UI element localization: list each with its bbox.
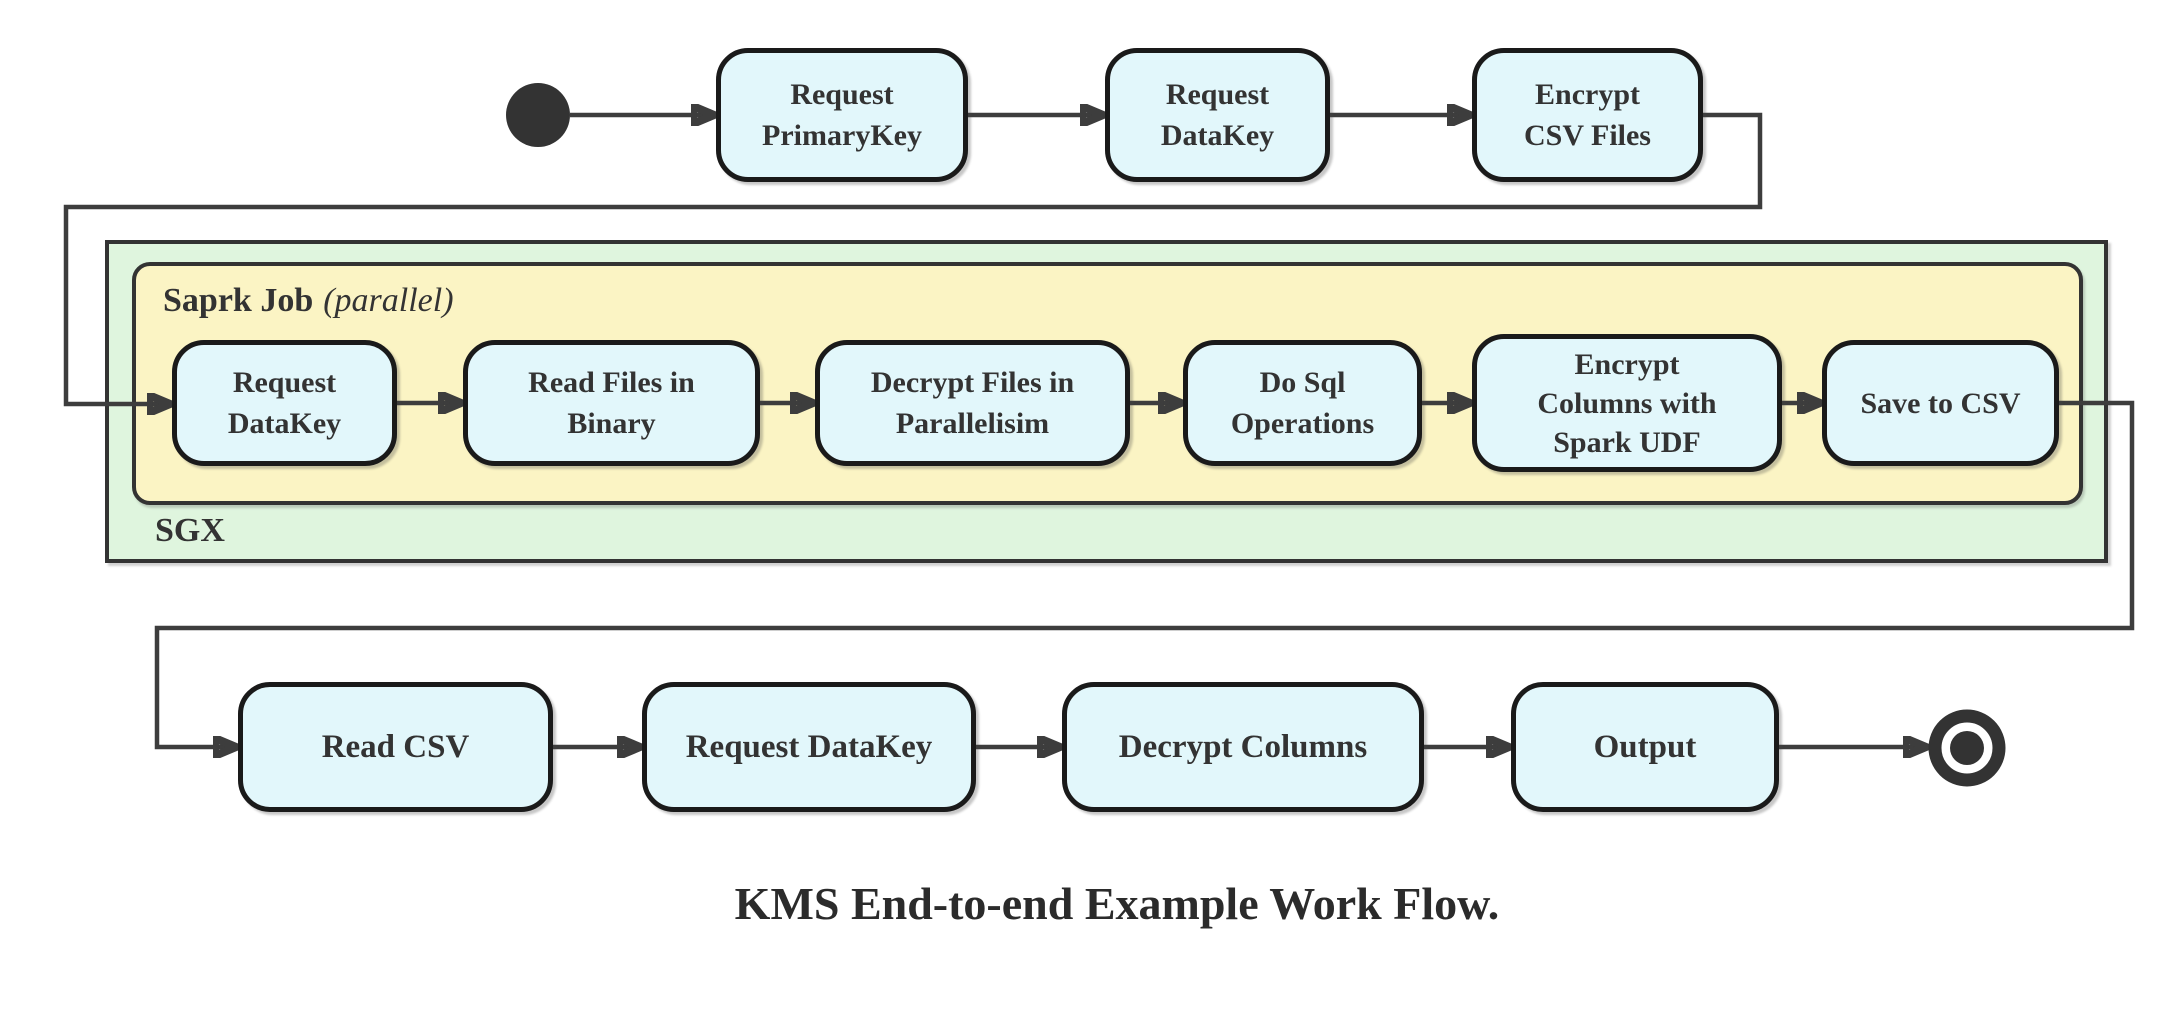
spark-job-label-text: Saprk Job [163, 282, 314, 319]
node-do-sql-operations: Do Sql Operations [1183, 340, 1422, 466]
node-save-to-csv: Save to CSV [1822, 340, 2059, 466]
sgx-label: SGX [155, 512, 225, 549]
node-request-datakey-out: Request DataKey [642, 682, 976, 812]
edges [63, 112, 2135, 747]
start-state-icon [506, 83, 570, 147]
spark-job-label: Saprk Job(parallel) [163, 281, 454, 321]
node-encrypt-csv-files: Encrypt CSV Files [1472, 48, 1703, 182]
end-state-icon [1928, 709, 2006, 787]
spark-job-modifier-text: (parallel) [323, 282, 454, 319]
node-decrypt-columns: Decrypt Columns [1062, 682, 1424, 812]
node-decrypt-files-in-parallelisim: Decrypt Files in Parallelisim [815, 340, 1130, 466]
node-request-datakey-sgx: Request DataKey [172, 340, 397, 466]
edge-encrypt-csv-to-sgx-request-datakey [63, 112, 1763, 404]
node-read-files-in-binary: Read Files in Binary [463, 340, 760, 466]
node-request-datakey-top: Request DataKey [1105, 48, 1330, 182]
node-request-primarykey: Request PrimaryKey [716, 48, 968, 182]
diagram-caption: KMS End-to-end Example Work Flow. [734, 878, 1500, 929]
node-output: Output [1511, 682, 1779, 812]
edge-save-csv-to-read-csv [154, 400, 2135, 747]
node-read-csv: Read CSV [238, 682, 553, 812]
node-encrypt-columns-with-spark-udf: Encrypt Columns with Spark UDF [1472, 334, 1782, 472]
